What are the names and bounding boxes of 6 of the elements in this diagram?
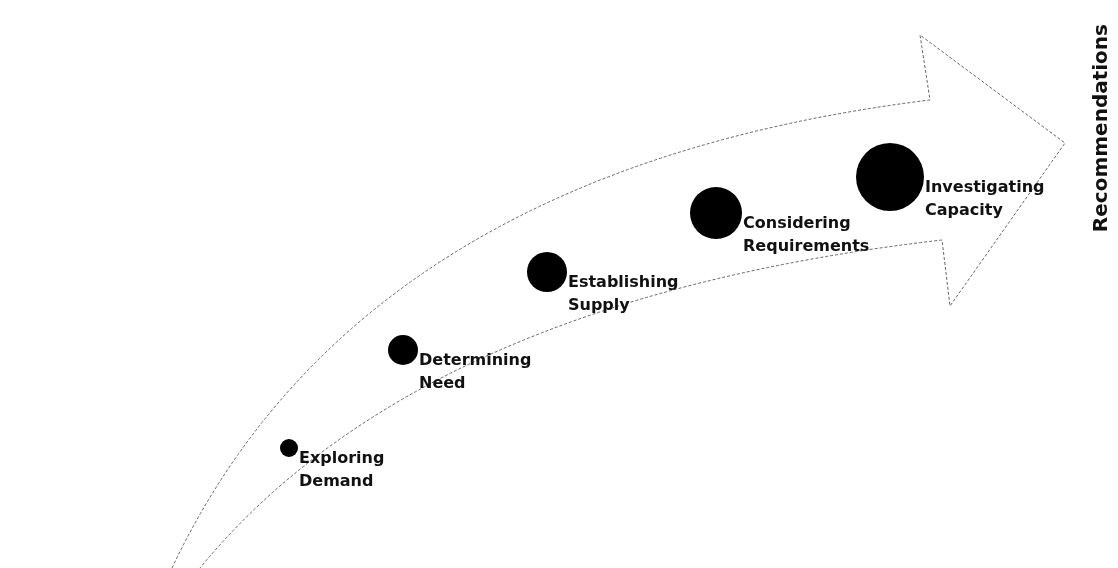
stage-label: Exploring Demand — [299, 447, 386, 492]
stage-label: Establishing Supply — [568, 271, 680, 316]
stage-label: Determining Need — [419, 349, 533, 394]
vertical-heading: Recommendations — [1088, 24, 1112, 233]
stage-label: Investigating Capacity — [925, 176, 1046, 221]
stage-label: Considering Requirements — [743, 212, 871, 257]
